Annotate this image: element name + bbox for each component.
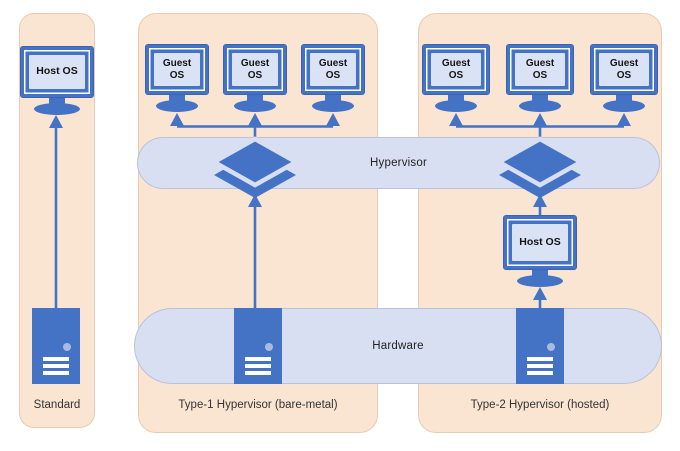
- tower-vent-bars: [245, 357, 271, 375]
- monitor-screen: Guest OS: [232, 53, 278, 86]
- panel-label-type1: Type-1 Hypervisor (bare-metal): [178, 399, 338, 411]
- monitor-type2-guest-os-2: Guest OS: [506, 44, 574, 112]
- monitor-frame: Host OS: [503, 215, 577, 270]
- monitor-frame: Host OS: [20, 46, 94, 98]
- monitor-screen: Guest OS: [599, 53, 649, 86]
- monitor-frame: Guest OS: [506, 44, 574, 95]
- monitor-label: Guest OS: [240, 58, 270, 81]
- hardware-band: [134, 308, 662, 384]
- monitor-stand-neck: [169, 95, 185, 104]
- monitor-screen: Guest OS: [310, 53, 356, 86]
- monitor-type2-host-os: Host OS: [503, 215, 577, 287]
- monitor-screen: Host OS: [512, 224, 568, 261]
- monitor-label: Guest OS: [525, 58, 555, 81]
- panel-label-type2: Type-2 Hypervisor (hosted): [470, 399, 610, 411]
- tower-power-dot: [63, 343, 71, 351]
- server-tower-icon-type2: [516, 308, 564, 384]
- monitor-stand-base: [603, 100, 645, 112]
- monitor-type2-guest-os-3: Guest OS: [590, 44, 658, 112]
- monitor-frame: Guest OS: [223, 44, 287, 95]
- monitor-label: Host OS: [519, 235, 561, 248]
- monitor-frame: Guest OS: [301, 44, 365, 95]
- monitor-stand-base: [312, 100, 354, 112]
- monitor-stand-base: [156, 100, 198, 112]
- monitor-stand-base: [519, 100, 561, 112]
- monitor-screen: Guest OS: [431, 53, 481, 86]
- monitor-stand-base: [34, 103, 80, 115]
- monitor-standard-host-os: Host OS: [20, 46, 94, 115]
- server-tower-icon-standard: [32, 308, 80, 384]
- tower-vent-bars: [43, 357, 69, 375]
- monitor-type1-guest-os-3: Guest OS: [301, 44, 365, 112]
- monitor-frame: Guest OS: [145, 44, 209, 95]
- monitor-stand-neck: [616, 95, 632, 104]
- monitor-label: Host OS: [36, 65, 78, 78]
- monitor-stand-neck: [325, 95, 341, 104]
- monitor-stand-neck: [49, 98, 65, 107]
- monitor-stand-base: [517, 275, 563, 287]
- monitor-stand-neck: [532, 95, 548, 104]
- monitor-label: Guest OS: [318, 58, 348, 81]
- monitor-label: Guest OS: [162, 58, 192, 81]
- monitor-label: Guest OS: [441, 58, 471, 81]
- tower-power-dot: [265, 343, 273, 351]
- monitor-stand-neck: [448, 95, 464, 104]
- monitor-label: Guest OS: [609, 58, 639, 81]
- server-tower-icon-type1: [234, 308, 282, 384]
- monitor-frame: Guest OS: [422, 44, 490, 95]
- tower-vent-bars: [527, 357, 553, 375]
- monitor-frame: Guest OS: [590, 44, 658, 95]
- monitor-screen: Guest OS: [515, 53, 565, 86]
- monitor-type1-guest-os-1: Guest OS: [145, 44, 209, 112]
- monitor-stand-base: [435, 100, 477, 112]
- monitor-type1-guest-os-2: Guest OS: [223, 44, 287, 112]
- monitor-stand-neck: [532, 270, 548, 279]
- panel-label-standard: Standard: [33, 399, 81, 411]
- monitor-stand-neck: [247, 95, 263, 104]
- monitor-type2-guest-os-1: Guest OS: [422, 44, 490, 112]
- hardware-band-label: Hardware: [372, 340, 424, 352]
- hypervisor-band-label: Hypervisor: [370, 157, 427, 169]
- monitor-screen: Guest OS: [154, 53, 200, 86]
- tower-power-dot: [547, 343, 555, 351]
- monitor-stand-base: [234, 100, 276, 112]
- monitor-screen: Host OS: [29, 55, 85, 89]
